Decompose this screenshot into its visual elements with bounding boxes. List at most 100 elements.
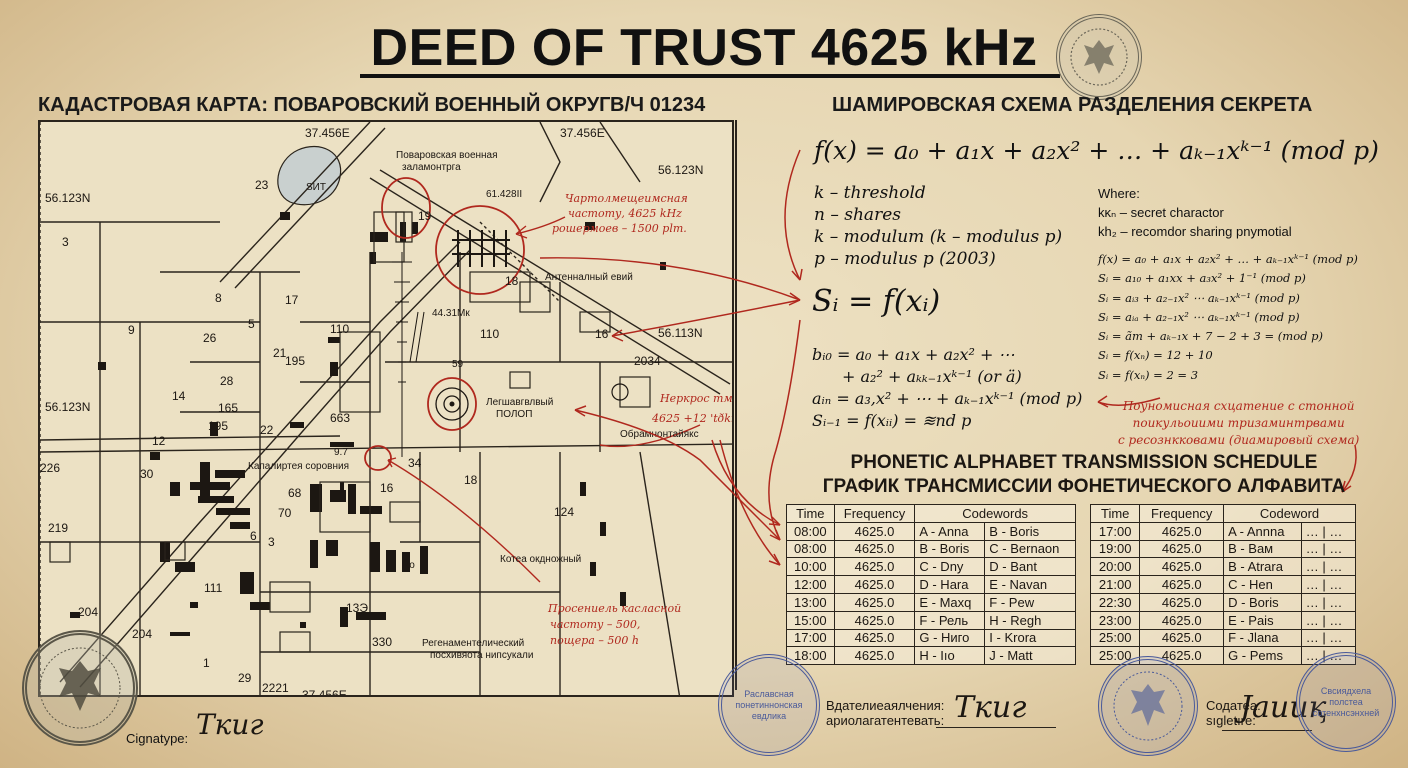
table-cell: 25:00	[1089, 628, 1141, 648]
parcel-number: 226	[40, 461, 60, 475]
side-equations: f(x) = a₀ + a₁x + a₂x² + … + aₖ₋₁xᵏ⁻¹ (m…	[1098, 250, 1358, 385]
table-cell: 08:00	[786, 521, 835, 541]
parcel-number: 16	[595, 327, 609, 341]
table-cell: D - Hara	[914, 575, 986, 594]
parcel-number: 70	[278, 506, 292, 520]
parcel-number: 19	[418, 209, 432, 223]
table-cell: 4625.0	[833, 610, 916, 630]
side-eq-1: f(x) = a₀ + a₁x + a₂x² + … + aₖ₋₁xᵏ⁻¹ (m…	[1098, 252, 1358, 266]
coord-lat-top-right: 56.123N	[658, 163, 703, 177]
parcel-number: 29	[238, 671, 252, 685]
parcel-number: 12	[152, 434, 166, 448]
schedule-title-ru: ГРАФИК ТРАНСМИССИИ ФОНЕТИЧЕСКОГО АЛФАВИТ…	[822, 476, 1346, 497]
col-frequency: Frequency	[833, 504, 916, 523]
column-divider	[735, 120, 737, 690]
parcel-number: 165	[218, 401, 238, 415]
blue-stamp-3: Свсиядхела полстеа сотенхнсэнхней	[1296, 652, 1396, 752]
corner-cell-label: Котеа окдножный	[500, 554, 581, 565]
table-cell: C - Dny	[914, 557, 986, 577]
table-cell: … | …	[1300, 557, 1357, 577]
antenna-field-label: Антенналный евий	[545, 272, 633, 283]
settlement-label: Капалиртея соровния	[248, 461, 349, 472]
military-area-label-2: заламонтрга	[402, 162, 461, 173]
col-time: Time	[786, 504, 835, 523]
parcel-number: 14	[172, 389, 186, 403]
top-seal-stamp	[1056, 14, 1142, 100]
table-cell: 17:00	[1089, 521, 1141, 541]
coord-lon-top-left: 37.456E	[305, 126, 350, 140]
document-title: DEED OF TRUST 4625 kHz	[370, 19, 1038, 77]
side-eq-6: Sᵢ = f(xₙ) = 12 + 10	[1098, 348, 1213, 363]
parcel-number: 663	[330, 411, 350, 425]
lake-shape	[277, 145, 342, 206]
expand-line-3: aᵢₙ = a₃,x² + ⋯ + aₖ₋₁xᵏ⁻¹ (mod p)	[812, 389, 1083, 408]
parcel-number: 195	[208, 419, 228, 433]
expand-line-1: bᵢ₀ = a₀ + a₁x + a₂x² + ⋯	[812, 345, 1015, 364]
table-cell: 4625.0	[1139, 557, 1225, 577]
sig-1-line	[936, 727, 1056, 728]
sig-1-label-2: ариолагатентевать:	[826, 713, 945, 728]
table-cell: A - Anna	[914, 521, 986, 541]
parcel-number: 26	[203, 331, 217, 345]
parcel-number: 18	[464, 473, 478, 487]
note-1-line-2: частоту, 4625 kHz	[568, 207, 682, 220]
table-cell: H - Regh	[984, 610, 1076, 630]
where-title: Where:	[1098, 186, 1140, 201]
note-1-line-3: рошермоев – 1500 рlт.	[552, 222, 687, 235]
parcel-number: 219	[48, 521, 68, 535]
blue-stamp-2	[1098, 656, 1198, 756]
table-cell: B - Boris	[984, 521, 1076, 541]
table-cell: J - Matt	[984, 646, 1076, 666]
center-site-label-2: ПОЛОП	[496, 409, 532, 420]
table-cell: 4625.0	[1139, 575, 1225, 594]
table-1-header-row: Time Frequency Codewords	[786, 504, 1076, 523]
share-equation: Sᵢ = f(xᵢ)	[812, 284, 941, 319]
table-cell: B - Boris	[914, 539, 986, 559]
table-cell: … | …	[1300, 592, 1357, 612]
table-cell: G - Ниго	[914, 628, 986, 648]
parcel-number: 110	[480, 327, 499, 341]
table-cell: … | …	[1300, 539, 1357, 559]
parcel-number: 111	[204, 581, 223, 595]
table-cell: … | …	[1300, 628, 1357, 648]
red-circle-center	[427, 377, 477, 431]
map-signature-label: Cignatype:	[126, 731, 189, 746]
table-cell: D - Bant	[984, 557, 1076, 577]
parcel-number: 16	[380, 481, 394, 495]
note-2-line-1: Неркрос тмй	[659, 392, 734, 405]
regional-label: Регенаментелический	[422, 638, 524, 649]
arrow-map-to-share	[539, 257, 801, 301]
table-cell: … | …	[1300, 575, 1357, 594]
mark-59-label: 59	[452, 359, 464, 370]
coord-lat-right-mid: 56.113N	[658, 326, 702, 340]
parcel-number: 34	[408, 456, 422, 470]
left-state-seal	[22, 630, 138, 746]
parcel-number: 18	[505, 274, 519, 288]
table-cell: B - Вам	[1223, 539, 1302, 559]
signature-1: Ткиг	[954, 690, 1027, 725]
note-2-line-2: 4625 +12 'tðkп!'	[651, 412, 734, 425]
note-3-line-3: пощера – 500 h	[550, 634, 639, 647]
side-eq-5: Sᵢ = ãm + aₖ₋₁x + 7 − 2 + 3 = (mod p)	[1098, 329, 1323, 344]
parcel-number: 13Э	[346, 601, 368, 615]
table-cell: G - Pems	[1223, 646, 1302, 666]
eagle-emblem-icon	[1070, 28, 1128, 86]
coord-lat-left-top: 56.123N	[45, 191, 90, 205]
parcel-number: 21	[273, 346, 287, 360]
table-cell: 4625.0	[833, 557, 916, 577]
parcel-number: 2034	[634, 354, 661, 368]
table-cell: E - Pais	[1223, 610, 1302, 630]
double-eagle-icon	[39, 647, 121, 729]
coord-lon-top-right: 37.456E	[560, 126, 605, 140]
